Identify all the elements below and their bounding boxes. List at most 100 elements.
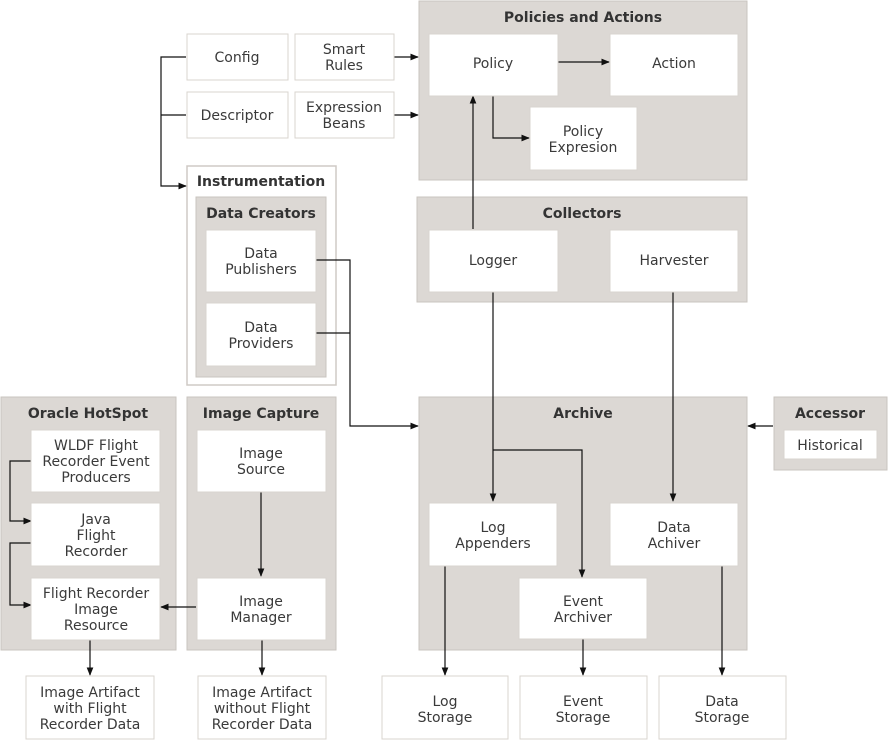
label-line: Event — [563, 694, 604, 710]
java-resource-arrow — [9, 542, 32, 609]
label-line: Producers — [61, 470, 130, 486]
archive-title: Archive — [553, 406, 612, 422]
harvester-label: Harvester — [640, 253, 709, 269]
label-line: Beans — [323, 116, 366, 132]
label-line: Data — [244, 320, 277, 336]
label-line: Java — [80, 512, 111, 528]
label-line: Log — [480, 520, 505, 536]
label-line: Storage — [695, 710, 750, 726]
policy-node: Policy — [428, 33, 559, 97]
instrumentation-title: Instrumentation — [197, 174, 325, 190]
label-line: Source — [237, 462, 285, 478]
label-line: Smart — [323, 42, 366, 58]
label-line: Expresion — [549, 140, 618, 156]
publishers-archive-arrow — [316, 259, 419, 430]
label-line: Config — [215, 50, 260, 66]
label-line: Providers — [229, 336, 294, 352]
label-line: Image Artifact — [212, 685, 312, 701]
label-line: Data — [657, 520, 690, 536]
config-label: Config — [215, 50, 260, 66]
label-line: Image — [74, 602, 118, 618]
policy-expression-arrow — [492, 96, 530, 142]
accessor-title: Accessor — [795, 406, 865, 422]
label-line: WLDF Flight — [54, 438, 139, 454]
label-line: Rules — [325, 58, 363, 74]
label-line: Recorder Data — [40, 717, 141, 733]
wldf-java-arrow — [9, 460, 32, 525]
action-node: Action — [609, 33, 739, 97]
label-line: Appenders — [455, 536, 530, 552]
label-line: Storage — [556, 710, 611, 726]
descriptor-label: Descriptor — [201, 108, 274, 124]
label-line: Action — [652, 56, 696, 72]
label-line: Flight — [76, 528, 116, 544]
config-node: Config — [186, 33, 289, 81]
label-line: Flight Recorder — [43, 586, 150, 602]
logger-label: Logger — [469, 253, 518, 269]
label-line: with Flight — [53, 701, 127, 717]
historical-node: Historical — [783, 429, 878, 460]
label-line: Log — [432, 694, 457, 710]
descriptor-node: Descriptor — [186, 91, 289, 139]
label-line: Storage — [418, 710, 473, 726]
label-line: Achiver — [648, 536, 701, 552]
oracle-hotspot-title: Oracle HotSpot — [28, 406, 148, 422]
label-line: Publishers — [225, 262, 297, 278]
policies-and-actions-title: Policies and Actions — [504, 10, 662, 26]
label-line: Historical — [797, 438, 863, 454]
label-line: Harvester — [640, 253, 709, 269]
label-line: Image Artifact — [40, 685, 140, 701]
label-line: Data — [705, 694, 738, 710]
collectors-title: Collectors — [543, 206, 622, 222]
label-line: Image — [239, 446, 283, 462]
connectors — [9, 53, 773, 676]
policy-label: Policy — [473, 56, 513, 72]
harvester-node: Harvester — [609, 229, 739, 293]
label-line: Recorder Event — [42, 454, 150, 470]
label-line: Policy — [563, 124, 603, 140]
label-line: Recorder — [65, 544, 128, 560]
historical-label: Historical — [797, 438, 863, 454]
label-line: Resource — [64, 618, 128, 634]
label-line: Descriptor — [201, 108, 274, 124]
image-capture-title: Image Capture — [203, 406, 319, 422]
bracket-connector — [160, 56, 187, 190]
label-line: without Flight — [214, 701, 311, 717]
label-line: Manager — [230, 610, 292, 626]
